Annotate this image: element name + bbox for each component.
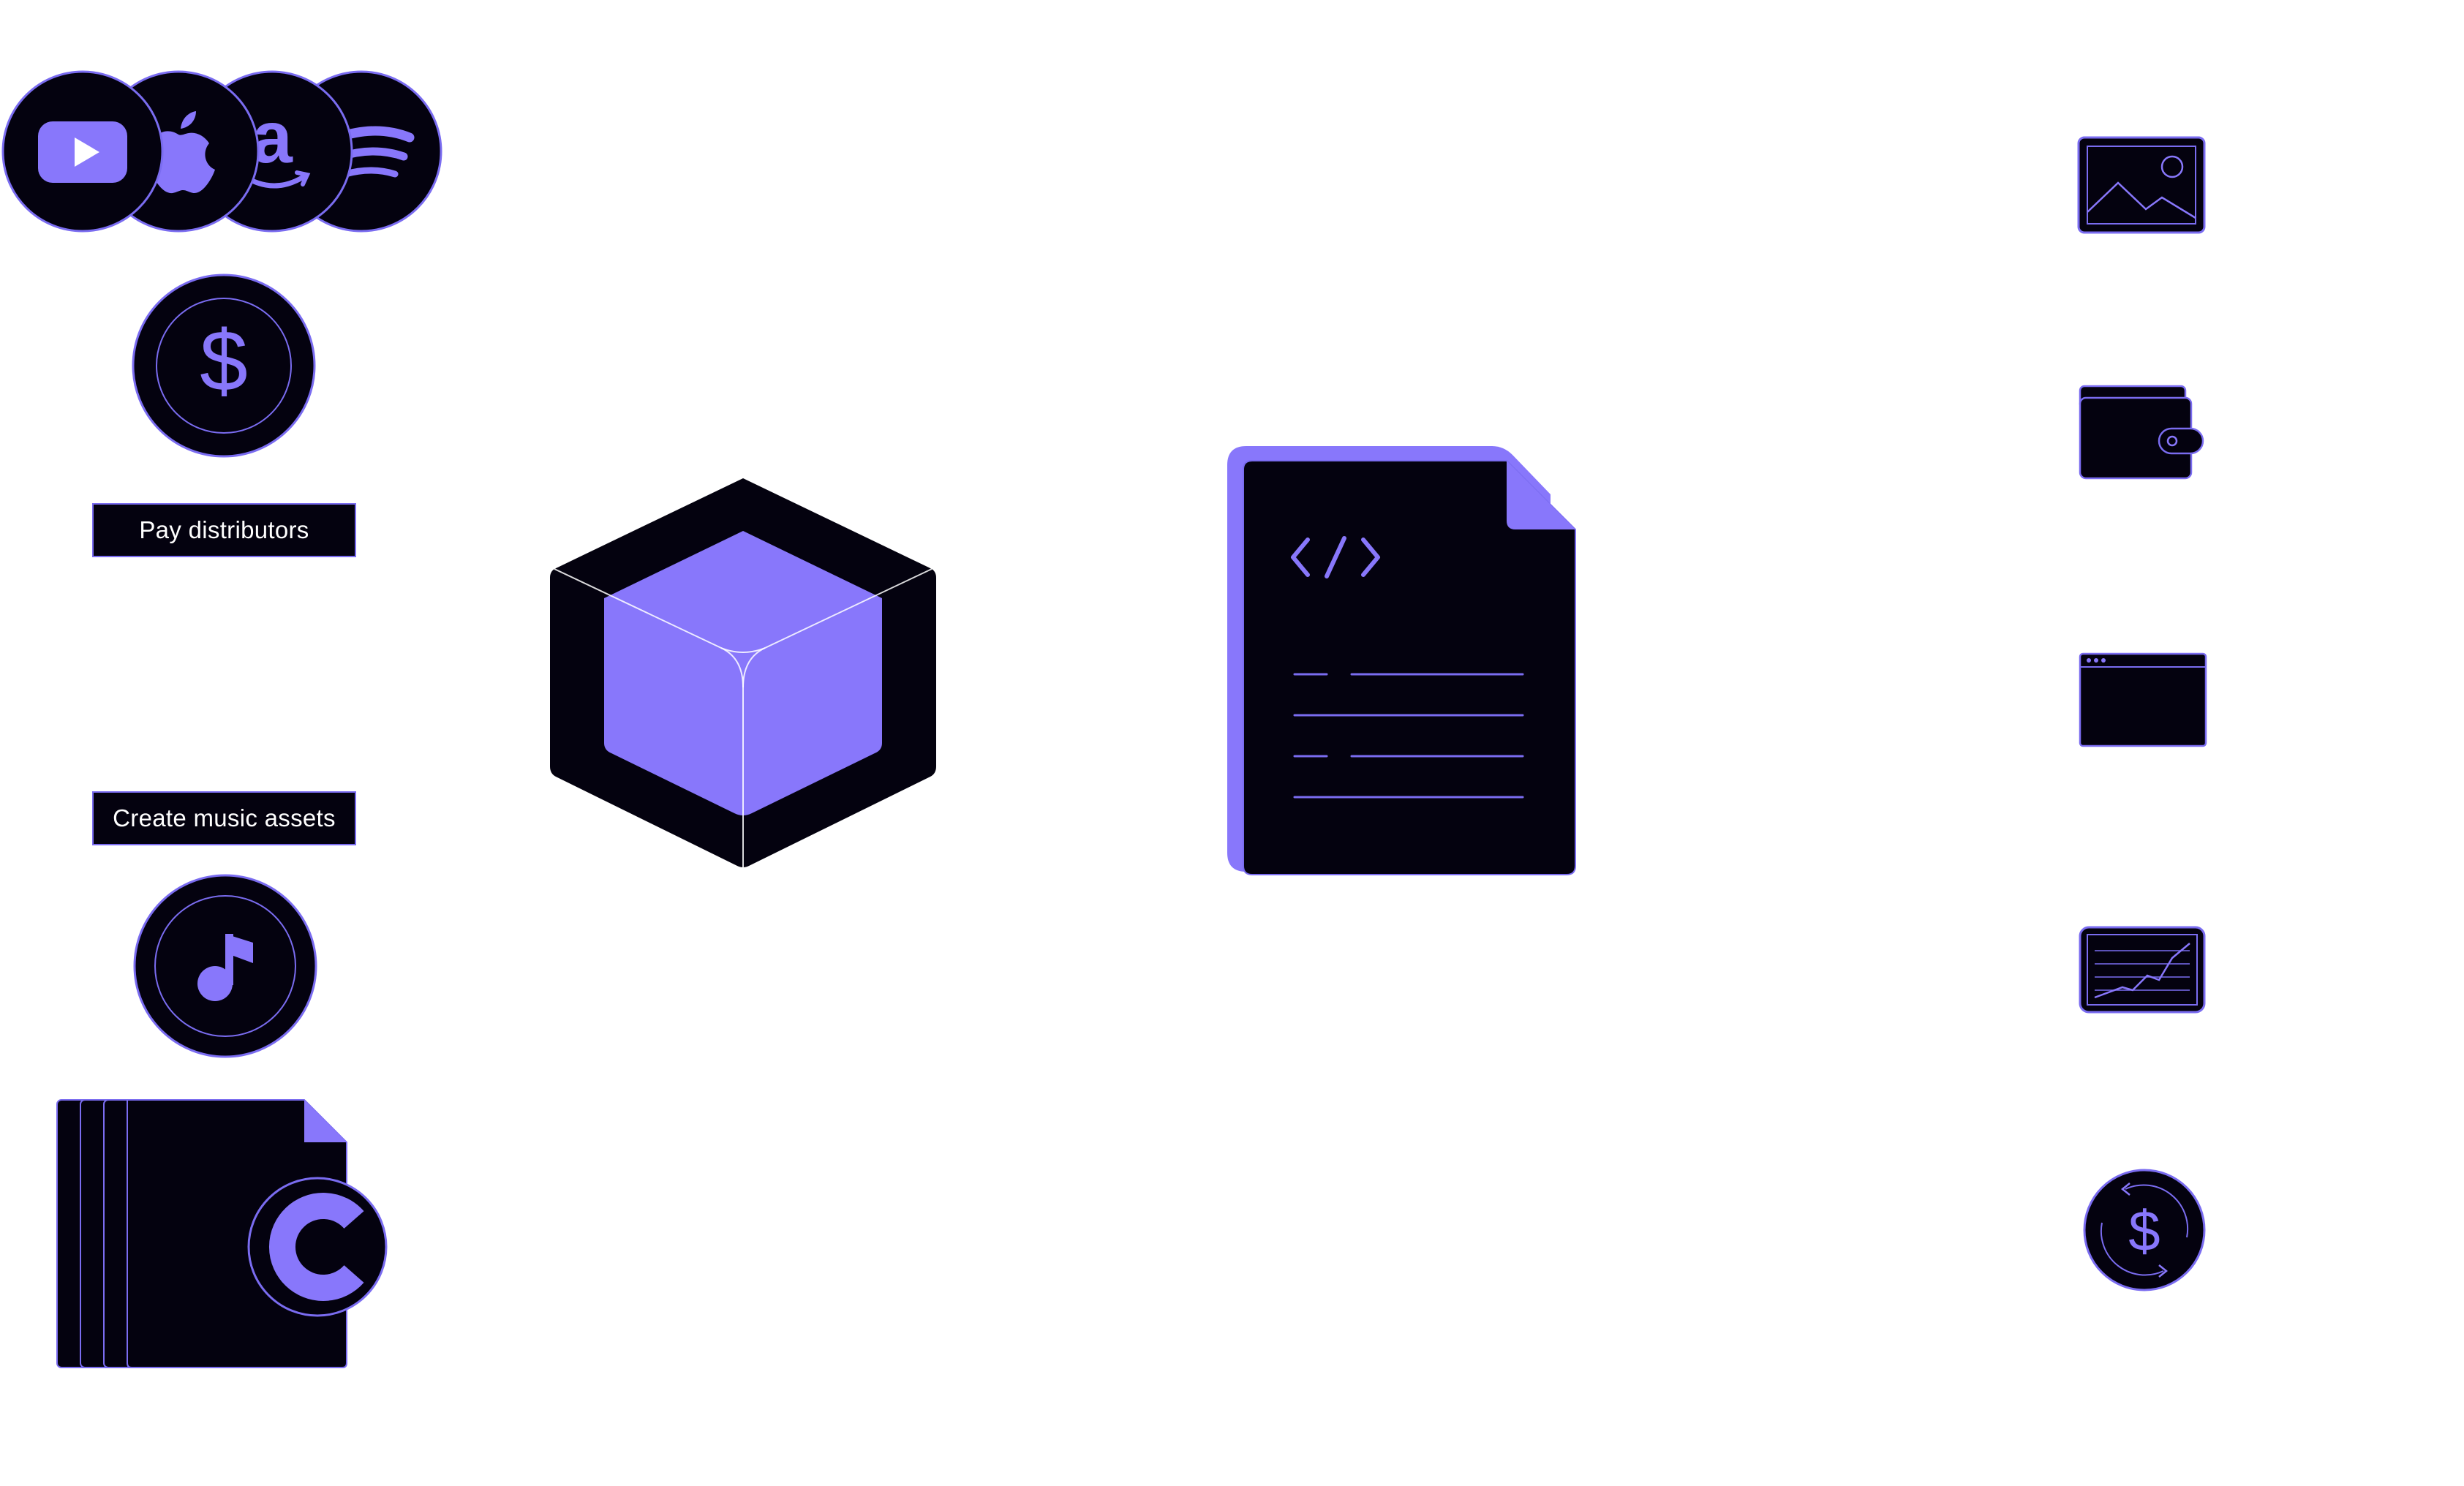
code-tag-glyph [1291,536,1380,578]
chart-screen-icon [2077,924,2209,1015]
dollar-coin-icon: $ [130,272,317,459]
copyright-files-icon [56,1097,392,1375]
youtube-icon [1,70,164,233]
create-music-assets-label: Create music assets [94,793,355,844]
code-document-icon [1221,443,1587,882]
platform-logos: a [0,67,446,235]
wallet-icon [2077,383,2209,483]
pay-distributors-label: Pay distributors [94,505,355,556]
music-note-icon [132,872,319,1060]
cube-icon [546,475,941,870]
image-frame-icon [2077,136,2206,234]
browser-window-icon [2077,651,2209,749]
svg-text:$: $ [2128,1199,2160,1263]
dollar-cycle-icon: $ [2081,1167,2207,1293]
svg-text:a: a [252,97,293,178]
svg-text:$: $ [200,313,248,410]
